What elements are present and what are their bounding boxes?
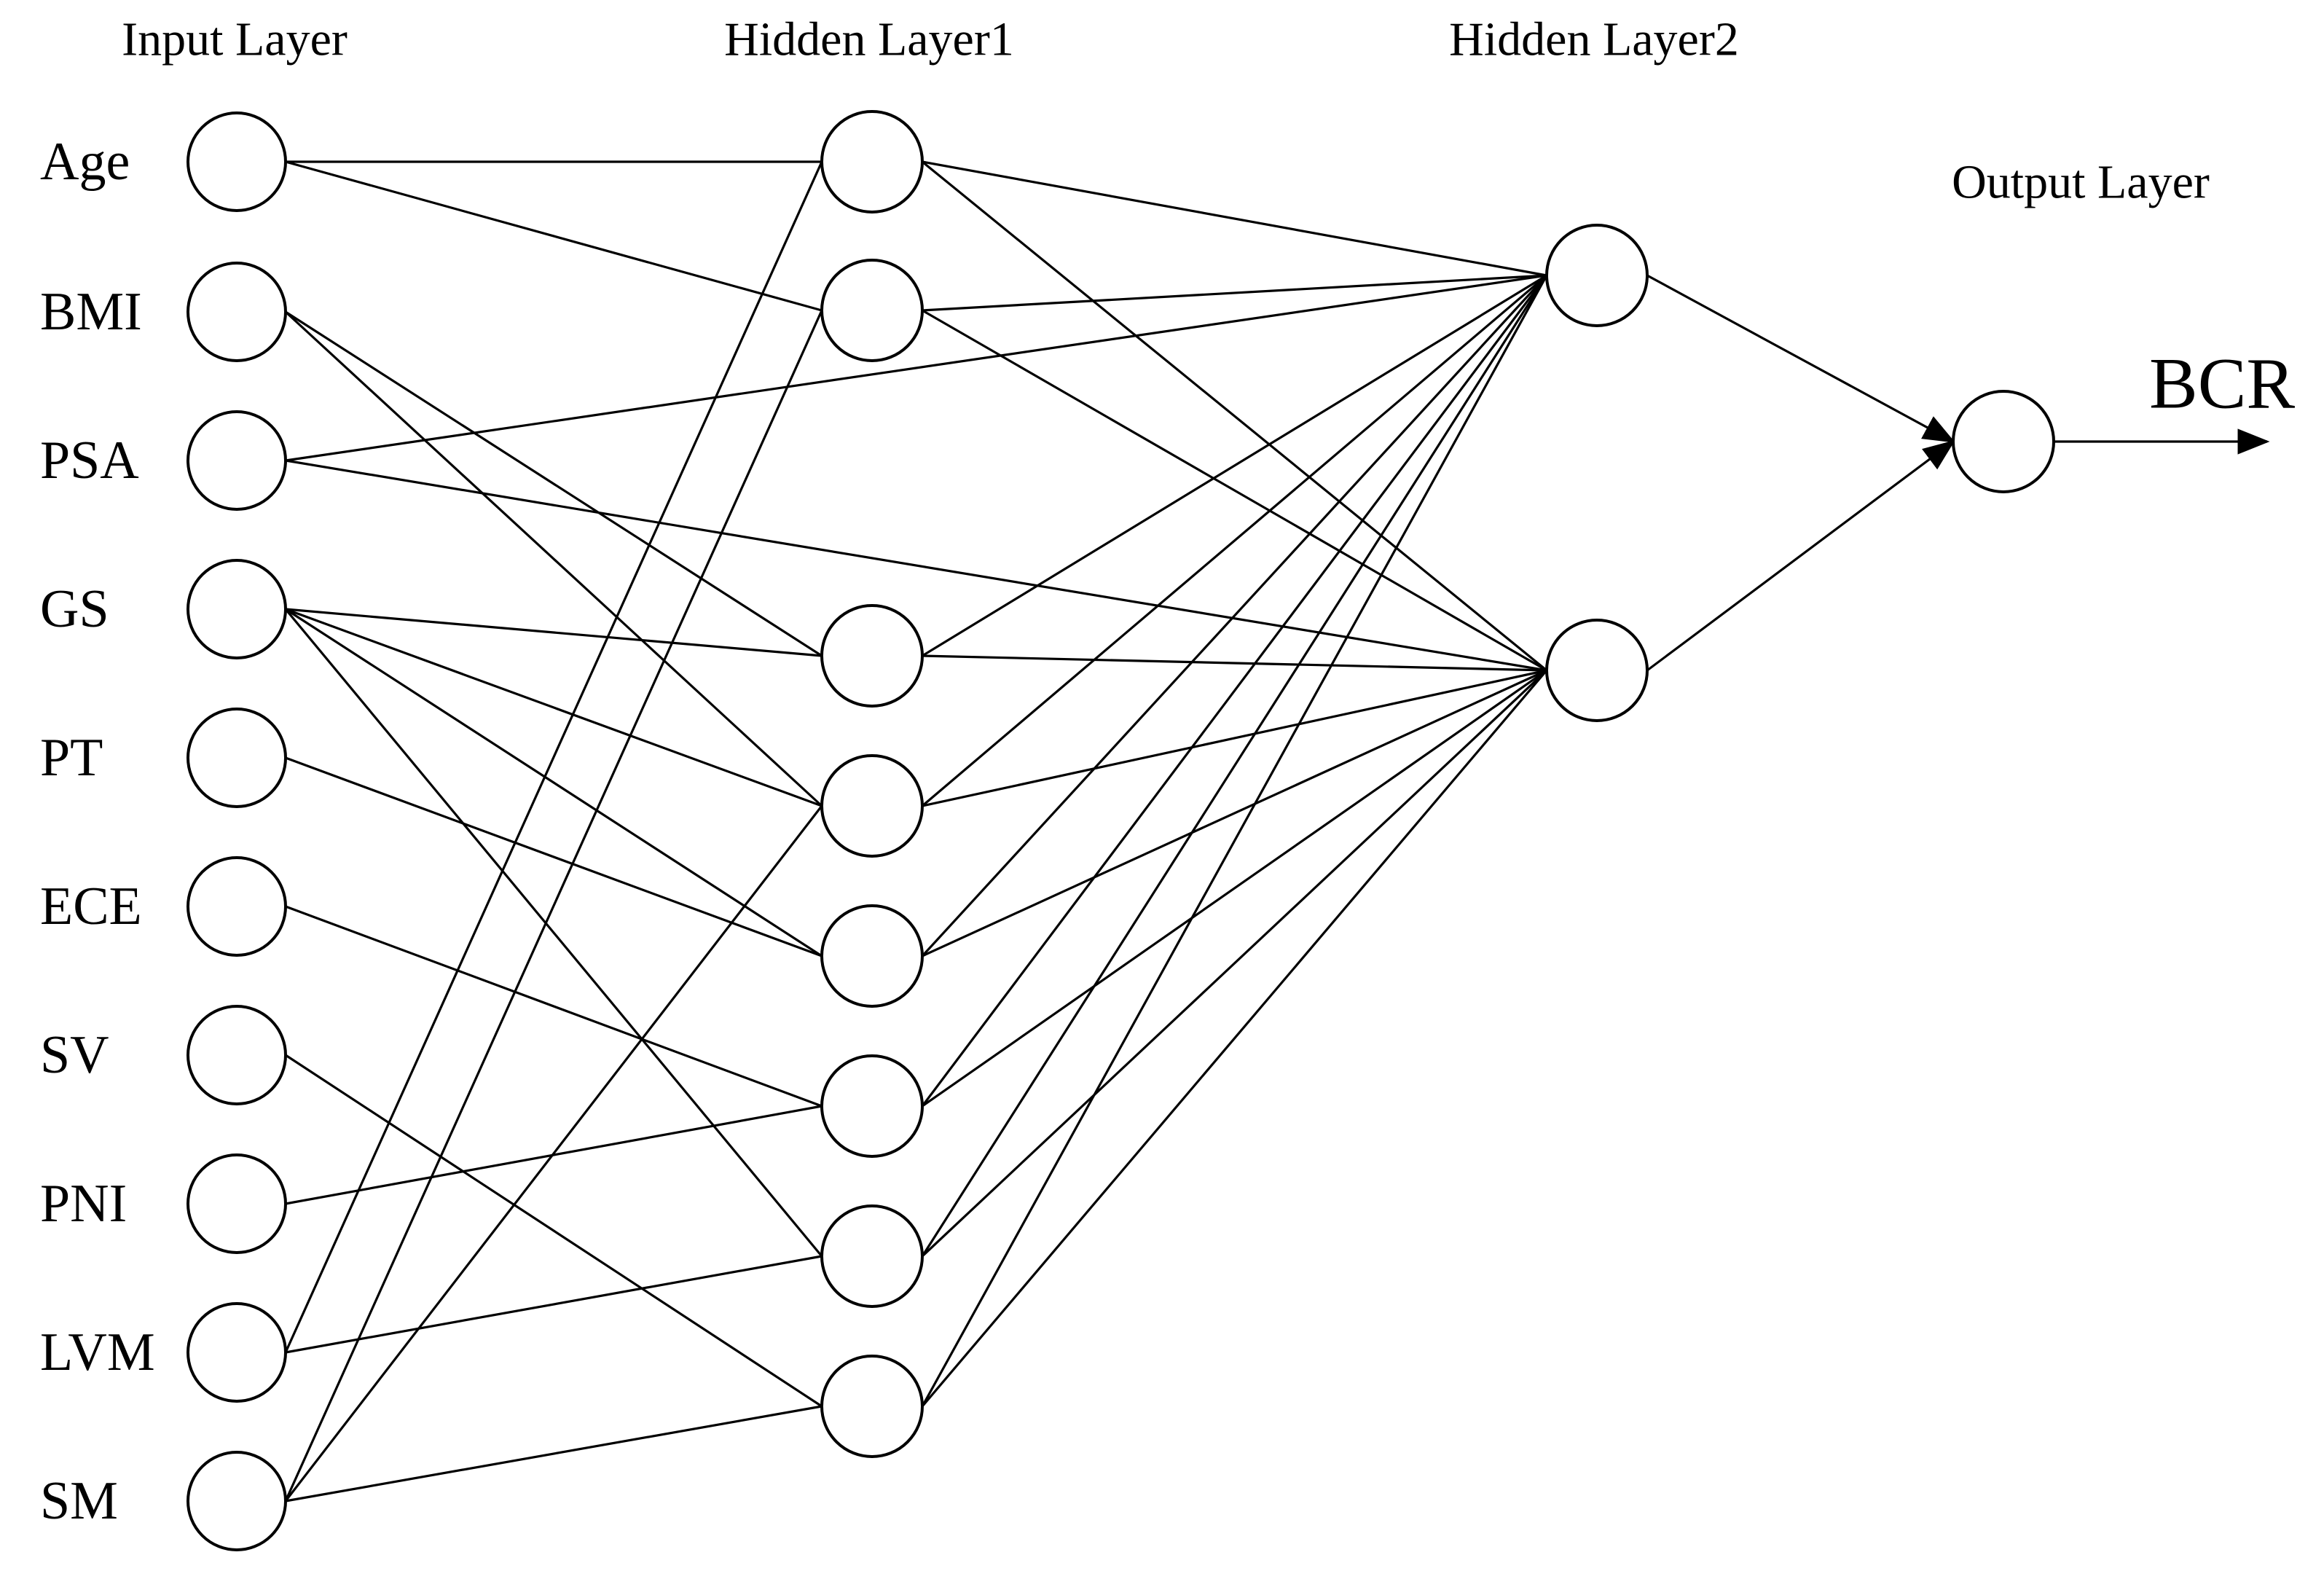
node-h1n4 [820, 754, 924, 858]
node-psa [187, 410, 287, 511]
label-bcr: BCR [2149, 343, 2295, 424]
label-lvm: LVM [40, 1323, 155, 1382]
edge-psa-h2n2 [285, 459, 1547, 672]
edge-h1n7-h2n1 [921, 275, 1548, 1257]
node-h1n5 [820, 904, 924, 1008]
node-h2n1 [1545, 224, 1649, 327]
edge-h1n8-h2n1 [921, 275, 1548, 1407]
edge-h1n4-h2n2 [922, 669, 1547, 807]
edge-h1n7-h2n2 [921, 669, 1548, 1258]
edge-h1n6-h2n2 [922, 669, 1547, 1108]
edge-h1n2-h2n1 [922, 274, 1547, 312]
node-age [187, 111, 287, 212]
edge-h1n3-h2n2 [922, 654, 1547, 672]
label-sv: SV [40, 1025, 109, 1085]
node-h1n3 [820, 604, 924, 708]
label-sm: SM [40, 1471, 118, 1531]
edge-h1n5-h2n2 [922, 669, 1547, 957]
node-h1n8 [820, 1355, 924, 1458]
node-sv [187, 1005, 287, 1105]
label-age: Age [40, 132, 130, 192]
layer-title-input: Input Layer [122, 13, 348, 66]
node-bmi [187, 262, 287, 362]
layer-title-output: Output Layer [1952, 156, 2210, 209]
nodes-group [187, 110, 2055, 1551]
node-gs [187, 559, 287, 659]
edge-h1n4-h2n1 [921, 274, 1548, 807]
label-bmi: BMI [40, 282, 142, 342]
edge-sv-h1n8 [285, 1054, 823, 1408]
edge-bmi-h1n4 [284, 310, 823, 807]
edge-h2n2-out [1646, 439, 1955, 672]
node-sm [187, 1451, 287, 1551]
edge-h1n1-h2n1 [922, 160, 1547, 277]
edge-age-h1n2 [285, 160, 823, 312]
node-h2n2 [1545, 619, 1649, 722]
edge-h1n2-h2n2 [922, 309, 1547, 672]
edge-h2n1-out [1646, 274, 1956, 443]
edge-gs-h1n3 [285, 608, 823, 657]
edge-h1n6-h2n1 [921, 275, 1548, 1107]
edge-sm-h1n2 [284, 310, 823, 1502]
node-h1n2 [820, 259, 924, 362]
node-out [1952, 390, 2055, 493]
node-pt [187, 708, 287, 808]
edge-lvm-h1n1 [284, 161, 823, 1353]
edge-lvm-h1n7 [285, 1255, 823, 1354]
node-pni [187, 1153, 287, 1254]
edge-h1n3-h2n1 [922, 274, 1547, 657]
node-ece [187, 856, 287, 957]
node-h1n6 [820, 1054, 924, 1158]
edge-sm-h1n4 [284, 805, 823, 1502]
label-ece: ECE [40, 877, 142, 936]
edge-gs-h1n7 [284, 608, 823, 1258]
layer-title-hidden2: Hidden Layer2 [1449, 13, 1739, 66]
edges-group [284, 160, 1956, 1503]
label-psa: PSA [40, 431, 139, 490]
edge-bmi-h1n3 [285, 310, 823, 657]
edge-gs-h1n4 [285, 608, 823, 807]
label-gs: GS [40, 579, 109, 639]
label-pni: PNI [40, 1174, 127, 1234]
edge-psa-h2n1 [285, 274, 1547, 462]
label-pt: PT [40, 728, 103, 788]
edge-pt-h1n5 [285, 756, 823, 957]
node-h1n1 [820, 110, 924, 213]
edge-gs-h1n5 [285, 608, 823, 957]
edge-h1n5-h2n1 [921, 274, 1548, 957]
node-lvm [187, 1302, 287, 1403]
edge-ece-h1n6 [285, 905, 823, 1108]
edge-h1n1-h2n2 [921, 160, 1548, 672]
node-h1n7 [820, 1204, 924, 1308]
edge-h1n8-h2n2 [921, 669, 1548, 1408]
layer-title-hidden1: Hidden Layer1 [724, 13, 1014, 66]
edge-sm-h1n8 [285, 1405, 823, 1503]
